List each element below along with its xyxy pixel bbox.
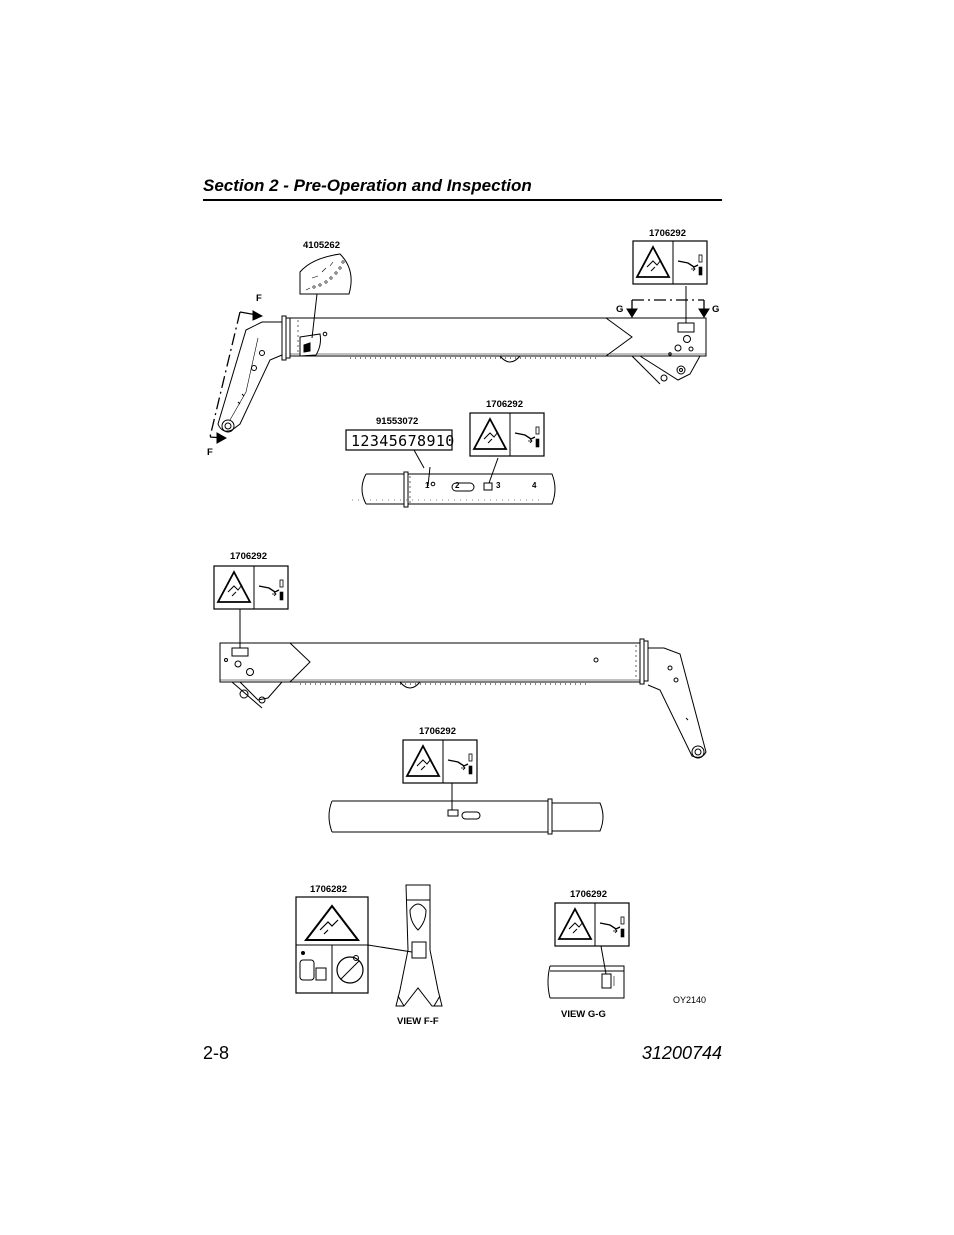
view-ff-decal-label: 1706282	[310, 884, 347, 895]
mid-upper-decal-label: 1706292	[486, 399, 523, 410]
inclinometer-label: 4105262	[303, 240, 340, 251]
serial-digits: 12345678910	[351, 432, 455, 450]
inclinometer-decal	[299, 253, 352, 339]
section-marker-f-bottom: F	[207, 447, 213, 458]
telescope-tube-upper	[352, 457, 556, 508]
telescope-tube-lower	[328, 783, 604, 835]
serial-number-decal	[345, 429, 453, 469]
middle-boom	[219, 609, 707, 759]
view-gg-drawing	[547, 902, 630, 999]
view-ff-drawing	[295, 884, 443, 1007]
section-marker-f-top: F	[256, 293, 262, 304]
figure-code: OY2140	[673, 995, 707, 1005]
serial-decal-label: 91553072	[376, 416, 419, 427]
tube-number-4: 4	[532, 481, 537, 490]
section-marker-g-left: G	[616, 304, 624, 315]
document-number: 31200744	[641, 1043, 722, 1063]
mid-lower-decal-label: 1706292	[419, 726, 456, 737]
tube-number-1: 1	[425, 481, 430, 490]
view-ff-label: VIEW F-F	[397, 1016, 439, 1027]
left-mid-decal-label: 1706292	[230, 551, 267, 562]
top-right-decal-label: 1706292	[649, 228, 686, 239]
tube-number-2: 2	[455, 481, 460, 490]
top-boom	[209, 286, 710, 444]
view-gg-decal-label: 1706292	[570, 889, 607, 900]
view-gg-label: VIEW G-G	[561, 1009, 606, 1020]
page-number: 2-8	[203, 1043, 230, 1063]
section-marker-g-right: G	[712, 304, 720, 315]
section-title: Section 2 - Pre-Operation and Inspection	[203, 176, 532, 195]
tube-number-3: 3	[496, 481, 501, 490]
header-rule	[203, 199, 722, 201]
